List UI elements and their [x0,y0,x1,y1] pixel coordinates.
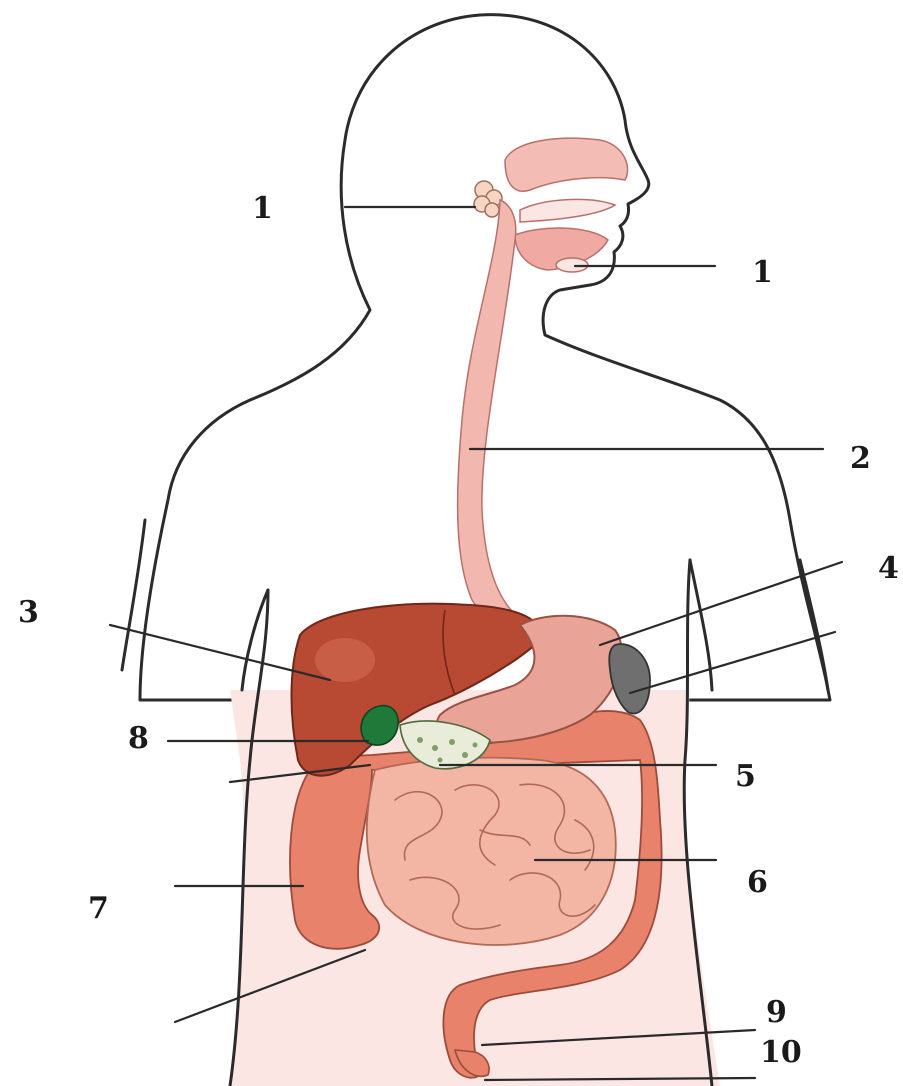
label-gallbladder: 8 [128,721,149,756]
nasal-cavity [505,138,628,191]
label-pancreas: 5 [735,759,756,794]
liver-highlight [315,638,375,682]
leader-stomach [600,562,842,645]
label-large-intestine: 7 [88,891,109,926]
palate [520,199,615,222]
label-rectum: 9 [766,995,787,1030]
label-anus: 10 [760,1035,802,1070]
label-stomach: 4 [878,551,899,586]
label-salivary-gland: 1 [252,191,273,226]
label-esophagus: 2 [850,441,871,476]
salivary-gland [474,181,502,217]
label-mouth: 1 [752,255,773,290]
label-liver: 3 [18,595,39,630]
label-small-intestine: 6 [747,865,768,900]
right-arm-line [800,560,828,690]
leader-spleen [630,632,835,693]
esophagus [458,200,530,630]
